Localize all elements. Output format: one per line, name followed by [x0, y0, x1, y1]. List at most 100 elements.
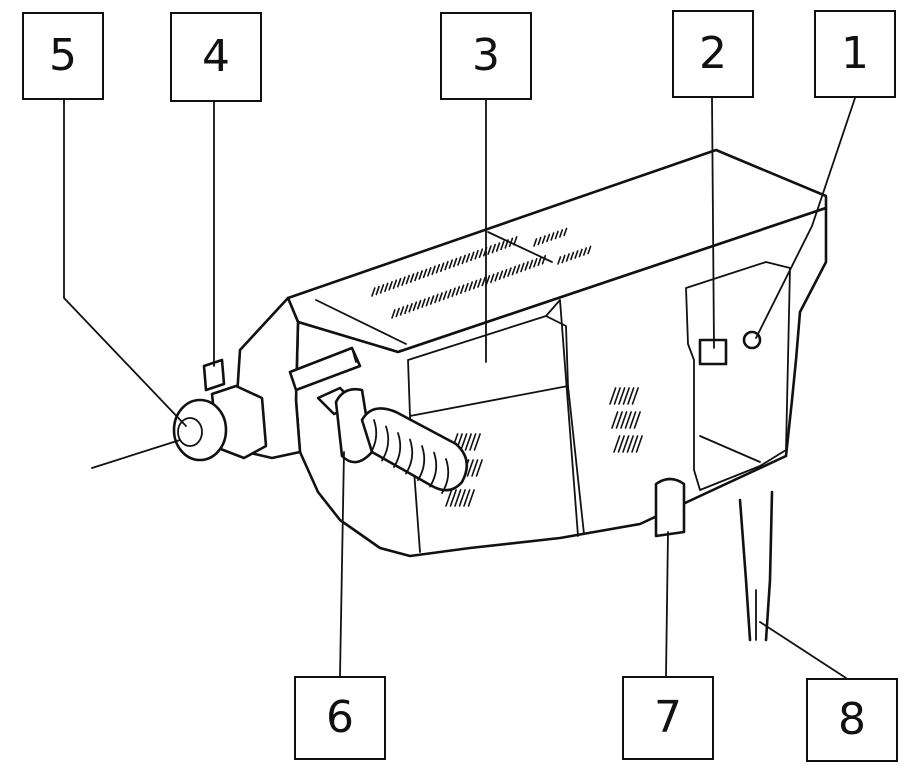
- auxiliary-handle: [316, 386, 469, 494]
- callout-label-8: 8: [838, 694, 866, 745]
- vent-slot: [557, 256, 562, 265]
- vent-slot: [537, 236, 542, 246]
- vent-slot: [574, 250, 579, 259]
- vent-slot: [463, 489, 471, 507]
- vent-slot: [615, 411, 623, 429]
- leader-5: [63, 99, 187, 427]
- handle-opening: [685, 261, 791, 491]
- callout-box-5: 5: [22, 12, 104, 100]
- vent-slot: [395, 307, 400, 318]
- vent-slot: [582, 247, 588, 256]
- leader-1: [755, 97, 856, 339]
- vent-slot: [520, 262, 525, 273]
- vent-slot: [622, 435, 630, 453]
- vent-slot: [391, 309, 396, 319]
- vent-slot: [524, 261, 529, 271]
- leader-lines: [63, 97, 856, 679]
- vent-slot: [416, 299, 422, 310]
- vent-slot: [396, 277, 402, 288]
- vent-slot: [408, 302, 413, 313]
- motor-cover-panel: [407, 315, 569, 417]
- grip-ring: [381, 425, 390, 462]
- power-cable: [738, 490, 774, 642]
- vent-slot: [528, 259, 534, 270]
- vent-slot: [449, 489, 457, 507]
- vent-slot: [487, 245, 492, 255]
- vent-slot: [475, 459, 483, 477]
- vent-slot: [379, 284, 385, 294]
- vent-slot: [470, 251, 475, 262]
- callout-box-2: 2: [672, 10, 754, 98]
- grip-ring: [405, 438, 414, 475]
- vent-slot: [421, 298, 426, 308]
- vent-slot: [469, 433, 477, 451]
- handle-grip: [360, 407, 469, 492]
- vent-slot: [464, 433, 472, 451]
- vent-slot: [477, 278, 482, 288]
- vent-slot: [457, 256, 462, 266]
- leader-7: [665, 531, 669, 677]
- vent-slot: [617, 435, 625, 453]
- vent-slot: [507, 267, 512, 277]
- vent-slot: [471, 459, 479, 477]
- vent-slot: [481, 276, 486, 287]
- vent-slot: [541, 235, 546, 244]
- callout-label-3: 3: [472, 30, 500, 81]
- callout-box-7: 7: [622, 676, 714, 760]
- callout-label-4: 4: [202, 31, 230, 82]
- vent-slot: [474, 250, 479, 260]
- vent-slot: [401, 276, 406, 286]
- leader-8: [759, 621, 847, 679]
- vent-slot: [485, 275, 491, 285]
- vent-slot: [399, 306, 405, 316]
- vent-slot: [438, 292, 443, 302]
- vent-slot: [508, 237, 514, 248]
- vent-slot: [371, 287, 376, 297]
- trigger-switch-shape: [698, 338, 728, 366]
- vent-slot: [498, 270, 504, 281]
- vent-slot: [558, 229, 564, 238]
- side-slot: [288, 346, 362, 392]
- grip-ring: [393, 432, 402, 468]
- vent-slot: [627, 387, 635, 405]
- vent-slot: [490, 273, 495, 284]
- vent-slot: [613, 387, 621, 405]
- grip-ring: [417, 445, 426, 481]
- vent-slot: [537, 256, 542, 267]
- vent-slot: [435, 263, 441, 274]
- callout-box-3: 3: [440, 12, 532, 100]
- vent-slot: [565, 253, 570, 262]
- vent-slot: [541, 254, 547, 265]
- vent-slot: [461, 254, 466, 265]
- drill-body: [234, 148, 828, 558]
- vent-slot: [409, 273, 415, 283]
- vent-slot: [422, 268, 428, 279]
- vent-slot: [478, 248, 484, 259]
- vent-slot: [465, 253, 471, 263]
- vent-slot: [513, 236, 518, 246]
- vent-slot: [434, 293, 439, 304]
- vent-slot: [570, 251, 575, 261]
- top-vents: [371, 227, 592, 319]
- callout-label-5: 5: [49, 30, 77, 81]
- vent-slot: [447, 289, 452, 299]
- vent-slot: [611, 411, 619, 429]
- callout-label-6: 6: [326, 692, 354, 743]
- vent-slot: [427, 267, 432, 277]
- vent-slot: [635, 435, 643, 453]
- vent-slot: [431, 265, 436, 276]
- vent-slot: [578, 248, 583, 258]
- vent-slot: [418, 270, 423, 280]
- vent-slot: [388, 280, 393, 291]
- vent-slot: [533, 258, 538, 268]
- vent-slot: [631, 435, 639, 453]
- vent-slot: [384, 282, 389, 293]
- vent-slot: [442, 290, 448, 301]
- vent-slot: [414, 271, 419, 282]
- vent-slot: [504, 239, 509, 249]
- vent-slot: [459, 284, 465, 295]
- vent-slot: [633, 411, 641, 429]
- vent-slot: [491, 243, 497, 254]
- lever: [202, 358, 226, 392]
